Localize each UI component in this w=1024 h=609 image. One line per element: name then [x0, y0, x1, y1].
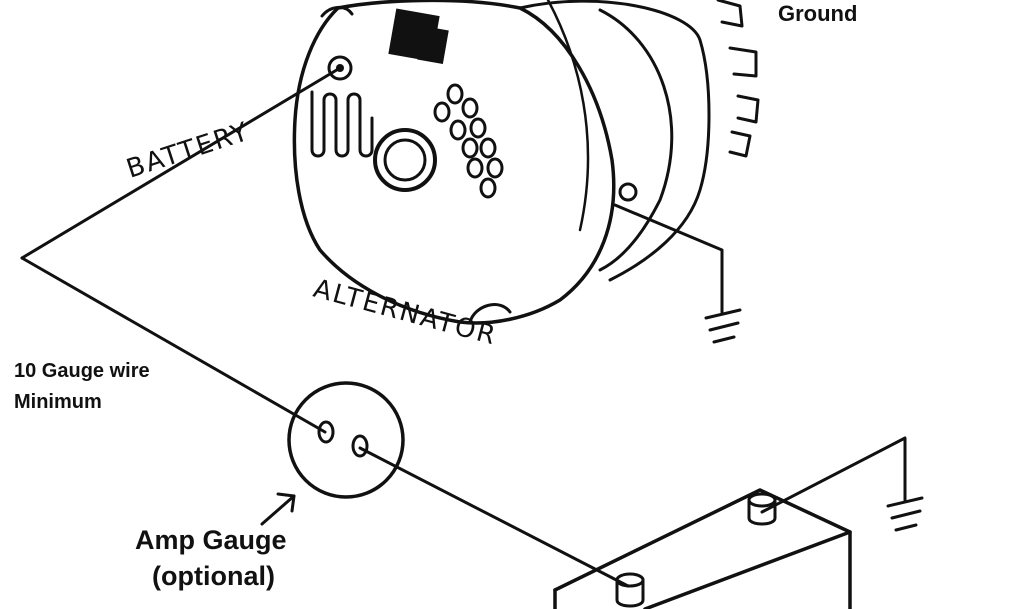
alternator-ground-wire — [613, 203, 724, 314]
alternator-rear-rim — [598, 8, 674, 272]
battery-ground-symbol-icon — [886, 496, 924, 532]
vent-holes — [433, 83, 504, 199]
alternator-front-plate — [292, 0, 616, 325]
rear-fins — [716, 0, 760, 158]
amp-gauge-label-line2: (optional) — [152, 561, 275, 591]
cooling-slots — [310, 90, 374, 158]
gauge-to-battery-wire — [358, 446, 630, 588]
alternator-rear-housing — [518, 0, 711, 282]
battery-negative-post — [747, 492, 777, 526]
battery-terminal-stud — [327, 55, 353, 81]
side-bolt — [618, 182, 638, 202]
amp-gauge-terminal-right — [351, 434, 369, 458]
ground-label: Ground — [778, 1, 857, 26]
alternator-body-line — [546, 0, 590, 232]
amp-gauge-label-line1: Amp Gauge — [135, 525, 287, 555]
alternator — [292, 0, 760, 325]
arrow-icon — [260, 492, 296, 526]
battery-wire-upper — [20, 66, 342, 260]
battery-case-top — [553, 488, 852, 609]
battery — [553, 488, 852, 609]
alternator-ground-symbol-icon — [704, 308, 742, 344]
wire-gauge-label-line1: 10 Gauge wire — [14, 360, 150, 382]
alternator-mount-ear — [468, 303, 512, 324]
alternator-label: ALTERNATOR — [310, 274, 500, 352]
amp-gauge — [287, 381, 405, 499]
battery-label: BATTERY — [123, 117, 254, 185]
shaft-bearing-outer — [373, 128, 437, 192]
battery-ground-wire — [760, 436, 907, 514]
amp-gauge-terminal-left — [317, 420, 335, 444]
battery-wire-lower — [20, 256, 327, 434]
wire-gauge-label-line2: Minimum — [14, 391, 102, 413]
alternator-top-ear — [320, 6, 354, 18]
plug-connector-tab — [417, 26, 449, 64]
amp-gauge-body — [287, 381, 405, 499]
shaft-bearing-inner — [383, 138, 427, 182]
wires — [20, 66, 907, 588]
battery-positive-post — [615, 572, 645, 608]
